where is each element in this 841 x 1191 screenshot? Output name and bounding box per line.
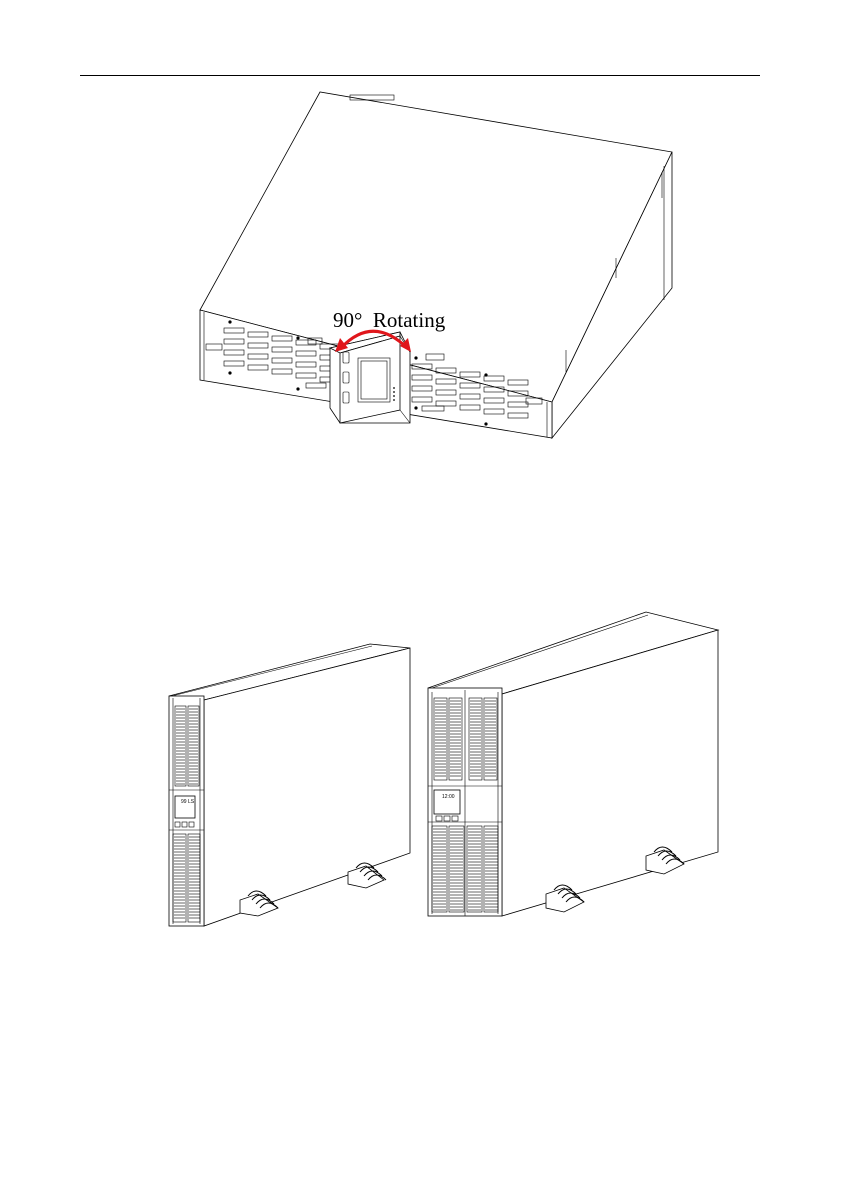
- small-tower-lcd-text: 99 LS: [181, 799, 195, 805]
- tower-ups-illustration: 99 LS: [160, 608, 730, 938]
- rack-ups-illustration: 90° Rotating: [190, 88, 690, 448]
- large-tower-lcd-text: 12:00: [442, 794, 455, 800]
- small-tower-unit: 99 LS: [169, 644, 410, 926]
- header-rule: [80, 75, 760, 76]
- rotation-label: 90° Rotating: [333, 308, 446, 332]
- large-tower-unit: 12:00: [428, 612, 718, 916]
